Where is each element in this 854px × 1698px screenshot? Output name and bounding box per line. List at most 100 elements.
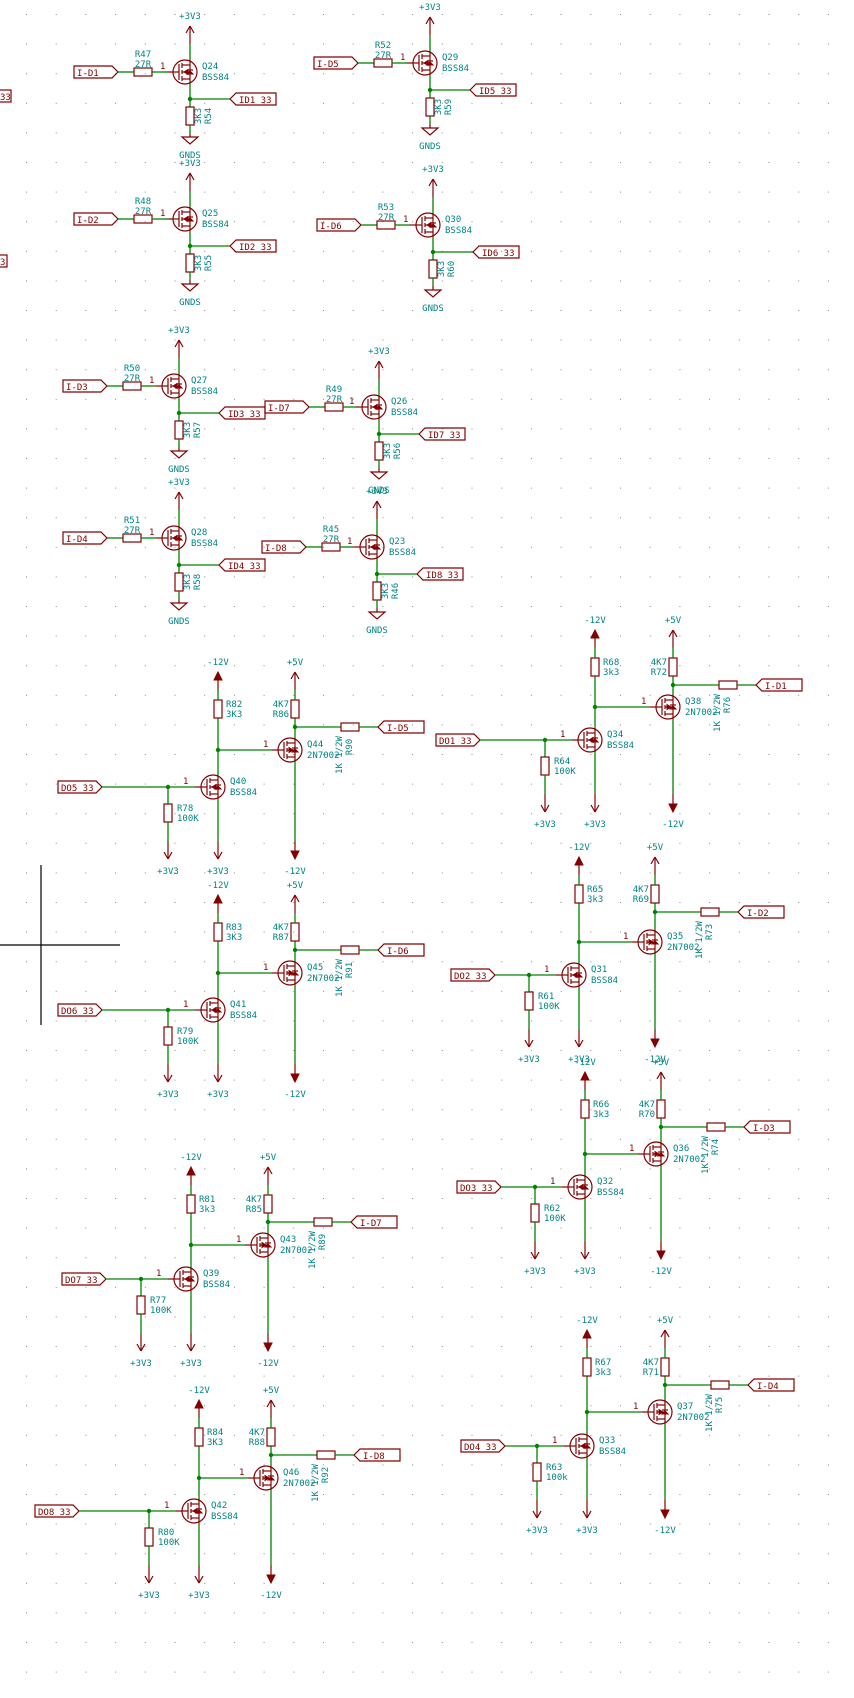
resistor-body[interactable] [574, 884, 584, 904]
mosfet-symbol[interactable] [272, 737, 303, 763]
mosfet-symbol[interactable] [564, 1433, 595, 1459]
resistor-body[interactable] [174, 572, 184, 592]
resistor-body[interactable] [163, 803, 173, 823]
mosfet-symbol[interactable] [156, 525, 187, 551]
body-diode [266, 1476, 276, 1481]
input-global-label[interactable] [450, 968, 496, 982]
resistor-body[interactable] [213, 922, 223, 942]
resistor-body[interactable] [174, 420, 184, 440]
mosfet-symbol[interactable] [354, 534, 385, 560]
output-global-label[interactable] [350, 1215, 398, 1229]
resistor-body[interactable] [163, 1026, 173, 1046]
resistor-body[interactable] [313, 1217, 333, 1227]
mosfet-symbol[interactable] [556, 962, 587, 988]
input-global-label[interactable] [62, 531, 108, 545]
resistor-body[interactable] [656, 1099, 666, 1119]
resistor-body[interactable] [668, 657, 678, 677]
gate-pin-number: 1 [149, 376, 154, 386]
mosfet-symbol[interactable] [642, 1399, 673, 1425]
input-global-label[interactable] [34, 1504, 80, 1518]
mosfet-symbol[interactable] [176, 1498, 207, 1524]
mosfet-symbol[interactable] [407, 50, 438, 76]
output-global-label[interactable] [469, 83, 517, 97]
input-global-label[interactable] [57, 1003, 103, 1017]
resistor-body[interactable] [524, 991, 534, 1011]
resistor-body[interactable] [194, 1427, 204, 1447]
resistor-body[interactable] [718, 680, 738, 690]
resistor-body[interactable] [530, 1203, 540, 1223]
mosfet-symbol[interactable] [356, 394, 387, 420]
mosfet-symbol[interactable] [156, 373, 187, 399]
mosfet-symbol[interactable] [168, 1266, 199, 1292]
input-global-label[interactable] [62, 379, 108, 393]
resistor-body[interactable] [186, 1194, 196, 1214]
resistor-body[interactable] [266, 1427, 276, 1447]
input-global-label[interactable] [73, 65, 119, 79]
output-global-label[interactable] [418, 427, 466, 441]
global-label-fragment[interactable] [0, 254, 8, 268]
resistor-body[interactable] [650, 884, 660, 904]
input-global-label[interactable] [460, 1439, 506, 1453]
input-global-label[interactable] [316, 218, 362, 232]
resistor-body[interactable] [425, 97, 435, 117]
resistor-body[interactable] [540, 756, 550, 776]
resistor-body[interactable] [185, 253, 195, 273]
resistor-body[interactable] [136, 1295, 146, 1315]
resistor-body[interactable] [144, 1527, 154, 1547]
resistor-body[interactable] [582, 1357, 592, 1377]
output-global-label[interactable] [743, 1120, 791, 1134]
resistor-body[interactable] [532, 1462, 542, 1482]
resistor-body[interactable] [263, 1194, 273, 1214]
resistor-body[interactable] [428, 259, 438, 279]
mosfet-symbol[interactable] [272, 960, 303, 986]
resistor-body[interactable] [340, 945, 360, 955]
resistor-body[interactable] [316, 1450, 336, 1460]
output-global-label[interactable] [218, 558, 266, 572]
mosfet-symbol[interactable] [195, 997, 226, 1023]
input-global-label[interactable] [73, 212, 119, 226]
mosfet-symbol[interactable] [410, 212, 441, 238]
resistor-body[interactable] [372, 581, 382, 601]
mosfet-symbol[interactable] [167, 206, 198, 232]
output-global-label[interactable] [377, 943, 425, 957]
output-global-label[interactable] [747, 1378, 795, 1392]
mosfet-symbol[interactable] [632, 929, 663, 955]
resistor-body[interactable] [580, 1099, 590, 1119]
mosfet-symbol[interactable] [650, 694, 681, 720]
input-global-label[interactable] [264, 400, 310, 414]
resistor-body[interactable] [290, 699, 300, 719]
mosfet-symbol[interactable] [638, 1141, 669, 1167]
output-global-label[interactable] [229, 239, 277, 253]
global-label-fragment[interactable] [0, 89, 12, 103]
mosfet-symbol[interactable] [167, 59, 198, 85]
output-global-label[interactable] [472, 245, 520, 259]
resistor-body[interactable] [213, 699, 223, 719]
resistor-body[interactable] [700, 907, 720, 917]
resistor-body[interactable] [374, 441, 384, 461]
resistor-body[interactable] [710, 1380, 730, 1390]
mosfet-symbol[interactable] [195, 774, 226, 800]
resistor-body[interactable] [185, 106, 195, 126]
resistor-body[interactable] [660, 1357, 670, 1377]
resistor-body[interactable] [340, 722, 360, 732]
output-global-label[interactable] [229, 92, 277, 106]
input-global-label[interactable] [456, 1180, 502, 1194]
mosfet-symbol[interactable] [248, 1465, 279, 1491]
output-global-label[interactable] [416, 567, 464, 581]
resistor-body[interactable] [290, 922, 300, 942]
output-global-label[interactable] [353, 1448, 401, 1462]
resistor-body[interactable] [590, 657, 600, 677]
resistor-body[interactable] [706, 1122, 726, 1132]
mosfet-symbol[interactable] [562, 1174, 593, 1200]
output-global-label[interactable] [377, 720, 425, 734]
output-global-label[interactable] [755, 678, 803, 692]
input-global-label[interactable] [313, 56, 359, 70]
input-global-label[interactable] [261, 540, 307, 554]
mosfet-symbol[interactable] [245, 1232, 276, 1258]
mosfet-symbol[interactable] [572, 727, 603, 753]
input-global-label[interactable] [61, 1272, 107, 1286]
output-global-label[interactable] [737, 905, 785, 919]
input-global-label[interactable] [435, 733, 481, 747]
input-global-label[interactable] [57, 780, 103, 794]
